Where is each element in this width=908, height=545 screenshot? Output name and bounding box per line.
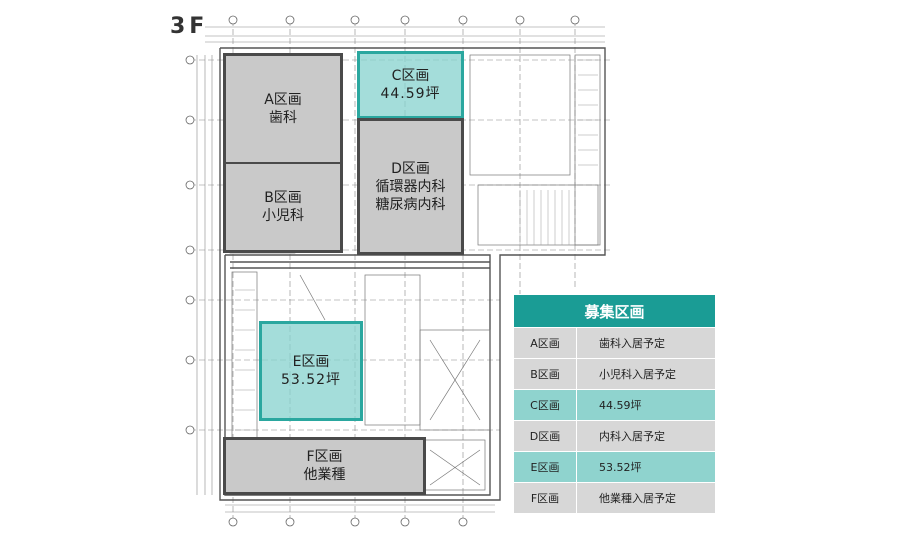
row-zone: F区画 <box>513 482 577 514</box>
zone-b-use: 小児科 <box>262 208 304 224</box>
row-zone: A区画 <box>513 327 577 359</box>
zone-c-name: C区画 <box>391 68 430 84</box>
row-status: 小児科入居予定 <box>576 358 716 390</box>
floor-label: 3F <box>170 14 209 39</box>
zone-d-use1: 循環器内科 <box>375 178 446 195</box>
zone-c: C区画 44.59坪 <box>357 51 464 119</box>
zone-f: F区画 他業種 <box>223 437 426 495</box>
row-status: 内科入居予定 <box>576 420 716 452</box>
zone-d: D区画 循環器内科 糖尿病内科 <box>357 118 464 255</box>
recruitment-table: 募集区画 A区画 歯科入居予定 B区画 小児科入居予定 C区画 44.59坪 D… <box>513 294 716 514</box>
table-row: C区画 44.59坪 <box>513 389 716 421</box>
row-zone: D区画 <box>513 420 577 452</box>
zone-a-name: A区画 <box>264 92 302 108</box>
zone-e-name: E区画 <box>292 354 330 370</box>
table-row: E区画 53.52坪 <box>513 451 716 483</box>
row-status: 44.59坪 <box>576 389 716 421</box>
row-status: 他業種入居予定 <box>576 482 716 514</box>
table-row: F区画 他業種入居予定 <box>513 482 716 514</box>
zone-e: E区画 53.52坪 <box>259 321 363 421</box>
zone-c-area: 44.59坪 <box>380 86 441 102</box>
table-row: B区画 小児科入居予定 <box>513 358 716 390</box>
zone-e-area: 53.52坪 <box>280 372 342 388</box>
zone-a-use: 歯科 <box>269 110 297 126</box>
zone-b: B区画 小児科 <box>223 163 343 253</box>
zone-d-use2: 糖尿病内科 <box>375 196 446 213</box>
zone-a: A区画 歯科 <box>223 53 343 165</box>
table-row: D区画 内科入居予定 <box>513 420 716 452</box>
zone-f-name: F区画 <box>306 449 343 465</box>
row-status: 53.52坪 <box>576 451 716 483</box>
row-zone: E区画 <box>513 451 577 483</box>
row-status: 歯科入居予定 <box>576 327 716 359</box>
zone-f-use: 他業種 <box>303 467 346 483</box>
zone-d-name: D区画 <box>391 160 430 177</box>
zone-b-name: B区画 <box>264 190 302 206</box>
row-zone: B区画 <box>513 358 577 390</box>
table-row: A区画 歯科入居予定 <box>513 327 716 359</box>
row-zone: C区画 <box>513 389 577 421</box>
table-title: 募集区画 <box>513 294 716 328</box>
